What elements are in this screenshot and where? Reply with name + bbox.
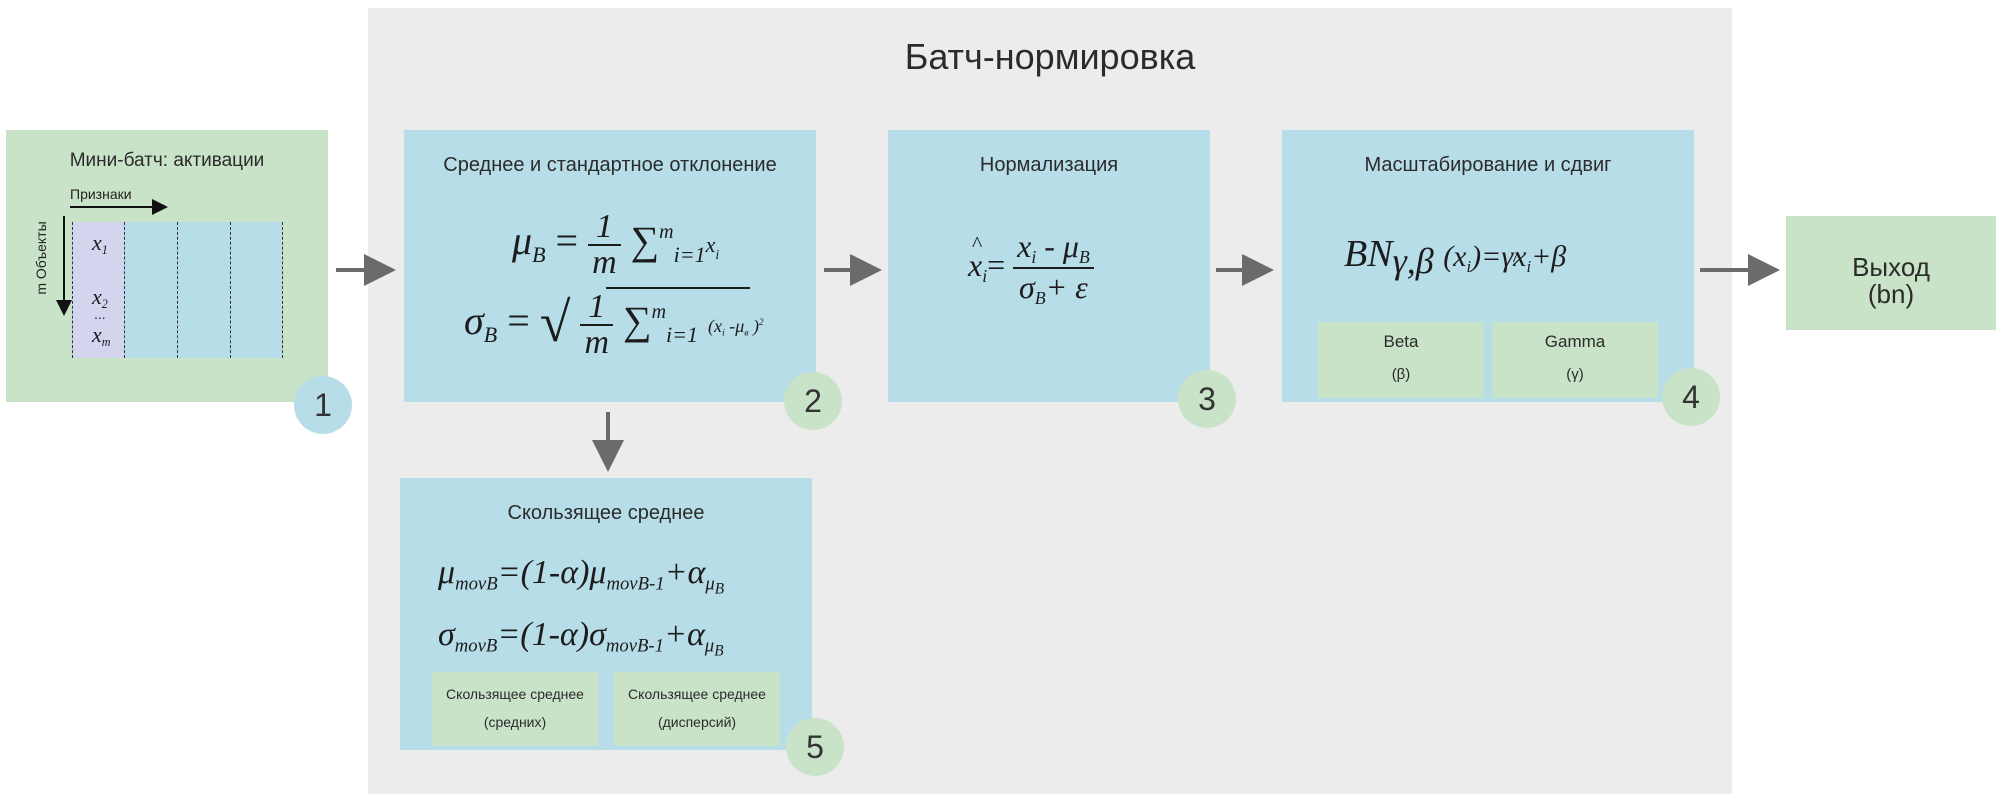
- scale-shift-formula: BNγ,β (xi)=γx^i+β: [1344, 233, 1567, 282]
- moving-mean-formula: μmovB=(1-α)μmovB-1+αμB: [438, 554, 725, 598]
- matrix-dots: ...: [94, 306, 106, 322]
- stats-title: Среднее и стандартное отклонение: [443, 154, 777, 176]
- moving-average-title: Скользящее среднее: [507, 502, 705, 524]
- normalization-title: Нормализация: [979, 154, 1119, 176]
- output-label: Выход (bn): [1852, 252, 1930, 310]
- output-box: [1786, 216, 1996, 330]
- stats-box: Среднее и стандартное отклонение: [404, 130, 816, 402]
- main-title: Батч-нормировка: [904, 36, 1196, 77]
- moving-std-formula: σmovB=(1-α)σmovB-1+αμB: [438, 616, 724, 660]
- step-badge-5: 5: [786, 718, 844, 776]
- gamma-chip: Gamma (γ): [1492, 322, 1658, 398]
- matrix-row-x2: x2: [92, 284, 108, 312]
- beta-chip: Beta (β): [1318, 322, 1484, 398]
- matrix-col-2: [124, 222, 282, 358]
- matrix-divider: [72, 222, 73, 358]
- matrix-row-x1: x1: [92, 230, 108, 258]
- matrix-divider: [124, 222, 125, 358]
- scale-shift-title: Масштабирование и сдвиг: [1364, 154, 1612, 176]
- matrix-row-xm: xm: [92, 322, 111, 350]
- moving-vars-chip: Скользящее среднее (дисперсий): [614, 672, 780, 746]
- matrix-divider: [282, 222, 283, 358]
- matrix-col-1: [72, 222, 124, 358]
- step-badge-3: 3: [1178, 370, 1236, 428]
- normalization-formula: x ^ i= xi - μB σB+ ε: [968, 228, 1094, 309]
- normalization-box: Нормализация: [888, 130, 1210, 402]
- moving-means-chip: Скользящее среднее (средних): [432, 672, 598, 746]
- step-badge-1: 1: [294, 376, 352, 434]
- input-title: Мини-батч: активации: [69, 150, 265, 171]
- features-label: Признаки: [70, 186, 132, 202]
- step-badge-4: 4: [1662, 368, 1720, 426]
- matrix-divider: [177, 222, 178, 358]
- matrix-divider: [230, 222, 231, 358]
- step-badge-2: 2: [784, 372, 842, 430]
